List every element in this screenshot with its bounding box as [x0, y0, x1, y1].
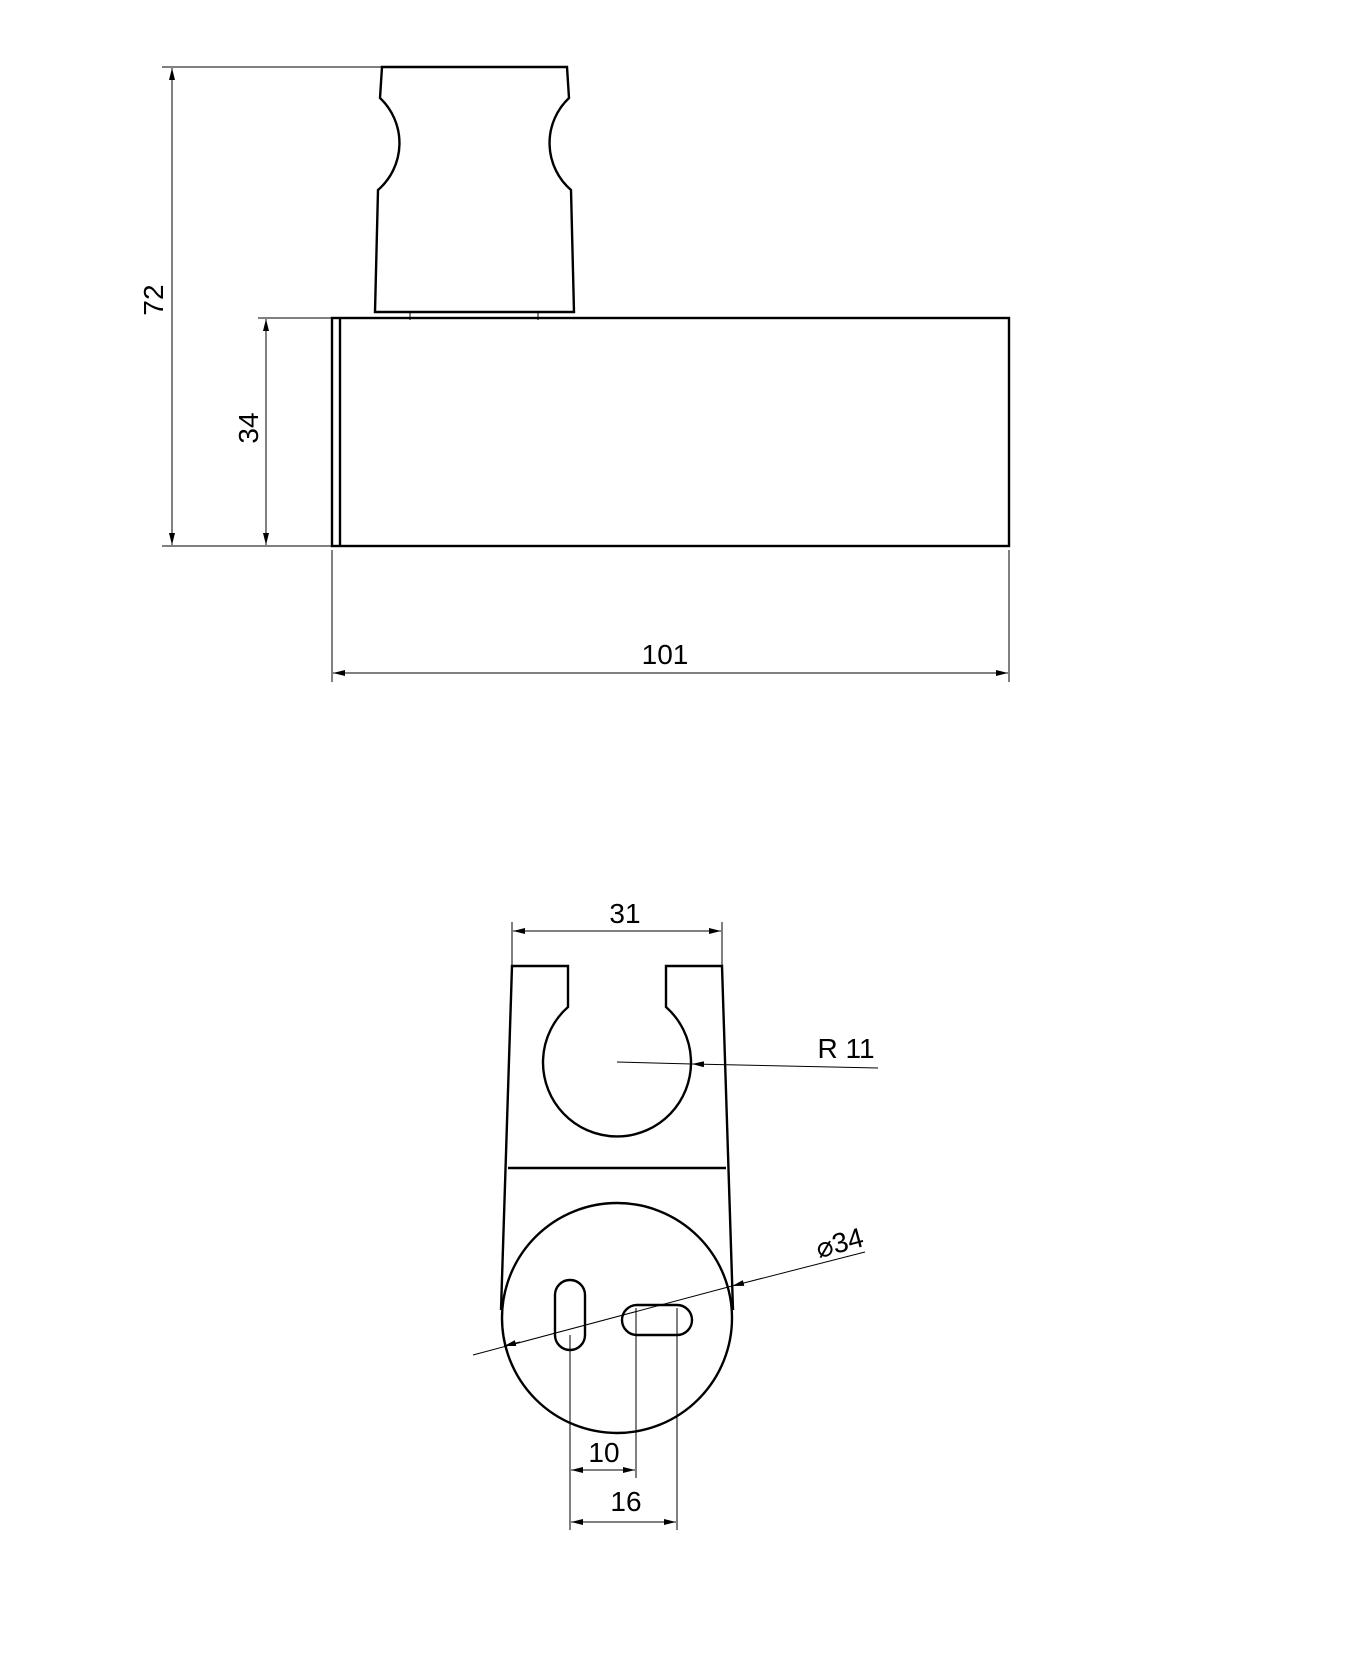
front-view: 31 R 11 ⌀34 10 16 — [472, 898, 879, 1530]
base-body — [330, 316, 1011, 548]
holder-outline — [499, 964, 735, 1311]
dimension-label-101: 101 — [642, 639, 689, 670]
holder-profile — [373, 65, 576, 314]
dimension-label-34: 34 — [233, 412, 264, 443]
dimension-label-72: 72 — [138, 284, 169, 315]
radius-leader — [691, 1061, 879, 1069]
horizontal-slot — [620, 1303, 694, 1337]
base-disc — [500, 1201, 734, 1435]
dimension-label-31: 31 — [609, 898, 640, 929]
radius-label: R 11 — [817, 1033, 874, 1064]
diameter-leader — [731, 1251, 866, 1287]
diameter-label: ⌀34 — [812, 1222, 866, 1264]
dimension-label-10: 10 — [588, 1437, 619, 1468]
dimension-label-16: 16 — [610, 1486, 641, 1517]
radius-center-line — [616, 1061, 693, 1065]
side-view: 72 34 101 — [138, 65, 1011, 682]
diameter-arrow-left — [503, 1340, 521, 1347]
